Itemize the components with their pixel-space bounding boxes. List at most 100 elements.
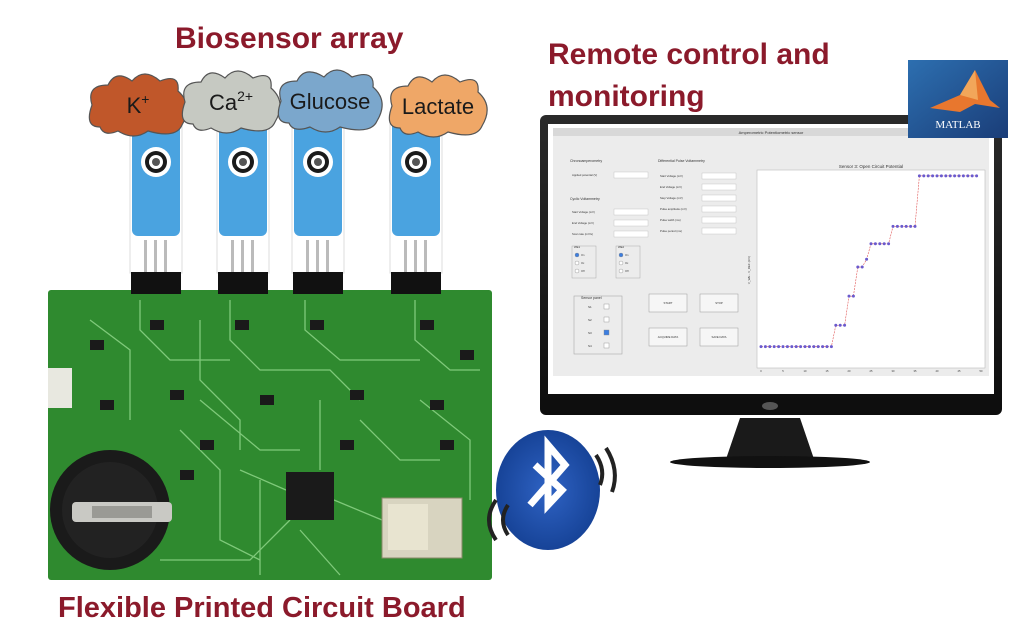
radio-button[interactable] xyxy=(618,252,624,258)
field-input[interactable] xyxy=(613,171,649,179)
data-point xyxy=(821,345,825,349)
field-input[interactable] xyxy=(701,227,737,235)
x-tick-label: 35 xyxy=(914,369,917,373)
data-point xyxy=(763,345,767,349)
radio-button[interactable] xyxy=(574,252,580,258)
chart-ylabel: V_WE - V_REF (mV) xyxy=(747,256,751,284)
data-point xyxy=(790,345,794,349)
data-point xyxy=(900,224,904,228)
sensor-strip-1 xyxy=(129,117,183,294)
cv-section-title: Cyclic Voltammetry xyxy=(570,197,600,201)
remote-control-title: Remote control and monitoring xyxy=(548,34,830,118)
microcontroller-chip xyxy=(286,472,334,520)
coin-battery xyxy=(50,450,172,570)
data-point xyxy=(961,174,965,178)
field-input[interactable] xyxy=(701,194,737,202)
data-point xyxy=(887,242,891,246)
x-tick-label: 25 xyxy=(870,369,873,373)
field-input[interactable] xyxy=(701,216,737,224)
pcb-label-sticker xyxy=(48,368,72,408)
data-point xyxy=(939,174,943,178)
group-label: WE1 xyxy=(574,245,581,249)
sensor-row-label: S2 xyxy=(588,318,592,322)
field-input[interactable] xyxy=(613,208,649,216)
data-point xyxy=(909,224,913,228)
x-tick-label: 30 xyxy=(892,369,895,373)
matlab-logo: MATLAB xyxy=(908,60,1008,138)
data-point xyxy=(966,174,970,178)
sensor-checkbox[interactable] xyxy=(603,303,610,310)
x-tick-label: 15 xyxy=(826,369,829,373)
button-label: ACQUIRE DATA xyxy=(658,335,679,339)
data-point xyxy=(794,345,798,349)
gui-buttons: START STOP ACQUIRE DATA SAVE DATA xyxy=(648,293,739,347)
field-input[interactable] xyxy=(701,183,737,191)
chart-title: Sensor 3: Open Circuit Potential xyxy=(839,164,903,169)
data-point xyxy=(768,345,772,349)
sensor-label-superscript: + xyxy=(141,91,149,107)
bluetooth-module xyxy=(381,497,463,559)
data-point xyxy=(847,294,851,298)
radio-button[interactable] xyxy=(574,260,580,266)
radio-button[interactable] xyxy=(574,268,580,274)
field-input[interactable] xyxy=(701,205,737,213)
data-point xyxy=(913,224,917,228)
gui-parameter-fields: Applied potential (V)Start Voltage (mV)E… xyxy=(572,171,737,238)
field-label: End Voltage (mV) xyxy=(660,185,682,189)
field-label: End Voltage (mV) xyxy=(572,221,594,225)
sensor-label: Lactate xyxy=(402,94,474,119)
matlab-logo-text: MATLAB xyxy=(935,119,980,131)
biosensor-array-title: Biosensor array xyxy=(175,22,404,55)
field-input[interactable] xyxy=(613,230,649,238)
data-point xyxy=(834,323,838,327)
data-point xyxy=(851,294,855,298)
sensor-checkbox[interactable] xyxy=(603,342,610,349)
data-point xyxy=(904,224,908,228)
gui-window-title: Amperometric Potentiometric sensor xyxy=(739,130,804,135)
fpcb-title: Flexible Printed Circuit Board xyxy=(58,592,466,624)
data-point xyxy=(873,242,877,246)
data-point xyxy=(777,345,781,349)
data-point xyxy=(781,345,785,349)
button-label: SAVE DATA xyxy=(711,335,726,339)
pcb-traces xyxy=(89,300,480,576)
sensor-cloud-ca: Ca2+ xyxy=(181,70,281,134)
sensor-cloud-glucose: Glucose xyxy=(277,69,383,133)
data-point xyxy=(948,174,952,178)
x-tick-label: 0 xyxy=(760,369,762,373)
gui-button-start[interactable]: START xyxy=(648,293,688,313)
data-point xyxy=(825,345,829,349)
small-components xyxy=(90,320,474,480)
radio-button[interactable] xyxy=(618,268,624,274)
sensor-label-superscript: 2+ xyxy=(237,88,253,104)
field-input[interactable] xyxy=(701,172,737,180)
gui-button-stop[interactable]: STOP xyxy=(699,293,739,313)
data-point xyxy=(891,224,895,228)
field-input[interactable] xyxy=(613,219,649,227)
x-tick-label: 10 xyxy=(804,369,807,373)
data-point xyxy=(917,174,921,178)
data-point xyxy=(975,174,979,178)
radio-button[interactable] xyxy=(618,260,624,266)
data-point xyxy=(882,242,886,246)
sensor-checkbox[interactable] xyxy=(603,316,610,323)
data-point xyxy=(926,174,930,178)
field-label: Applied potential (V) xyxy=(572,173,597,177)
sensor-row-label: S3 xyxy=(588,331,592,335)
sensor-checkbox[interactable] xyxy=(603,329,610,336)
dpv-section-title: Differential Pulse Voltammetry xyxy=(658,159,705,163)
sensor-clouds: K+Ca2+Glucose Lactate xyxy=(88,69,488,138)
gui-button-acquire-data[interactable]: ACQUIRE DATA xyxy=(648,327,688,347)
sensor-cloud-k: K+ xyxy=(88,73,188,137)
gui-button-save-data[interactable]: SAVE DATA xyxy=(699,327,739,347)
x-tick-label: 5 xyxy=(782,369,784,373)
data-point xyxy=(944,174,948,178)
data-point xyxy=(803,345,807,349)
sensor-strip-3 xyxy=(291,117,345,294)
field-label: Pulse amplitude (mV) xyxy=(660,207,687,211)
radio-label: Off xyxy=(625,269,629,273)
sensor-strip-4 xyxy=(389,117,443,294)
